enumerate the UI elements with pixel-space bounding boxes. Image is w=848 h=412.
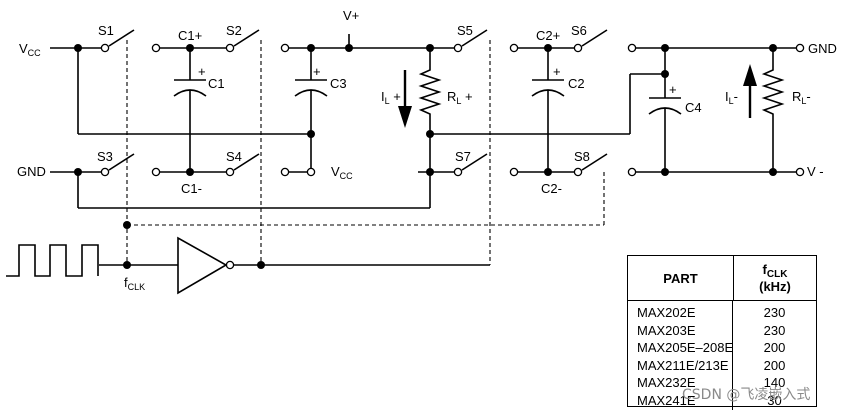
switch-label: S7 xyxy=(455,149,471,164)
clock-waveform xyxy=(6,244,99,277)
resistor-rl-minus xyxy=(761,66,785,117)
switch-s8: S8 xyxy=(573,149,637,177)
table-cell-part: MAX205E–208E xyxy=(637,340,734,356)
switch-label: S8 xyxy=(574,149,590,164)
switch-s1: S1 xyxy=(98,23,161,53)
table-cell-freq: 200 xyxy=(763,357,786,373)
gnd-right-label: GND xyxy=(808,41,837,56)
il-plus-label: IL + xyxy=(381,89,401,106)
capacitor-c1: + C1 xyxy=(173,64,225,97)
arrow-down-icon xyxy=(398,70,412,128)
vcc-mid-label: VCC xyxy=(331,164,353,181)
vminus-label: V - xyxy=(807,164,824,179)
capacitor-c3: + C3 xyxy=(294,64,347,97)
cap-label: C1 xyxy=(208,76,225,91)
table-cell-freq: 230 xyxy=(763,322,786,338)
switch-s3: S3 xyxy=(97,149,161,177)
switch-s4: S4 xyxy=(225,149,290,177)
table-cell-part: MAX232E xyxy=(637,375,696,391)
rl-minus-label: RL- xyxy=(792,89,811,106)
cap-plus-sign: + xyxy=(553,64,561,79)
cap-plus-sign: + xyxy=(669,82,677,97)
switch-s5: S5 xyxy=(453,23,519,53)
switch-label: S3 xyxy=(97,149,113,164)
table-cell-part: MAX202E xyxy=(637,305,696,320)
watermark: CSDN @飞凌嵌入式 xyxy=(682,387,811,403)
switch-label: S2 xyxy=(226,23,242,38)
vminus-terminal xyxy=(795,167,805,177)
gnd-left-label: GND xyxy=(17,164,46,179)
c2-minus-label: C2- xyxy=(541,181,562,196)
vcc-mid-terminal xyxy=(306,167,316,177)
part-column: MAX202E MAX203E MAX205E–208E MAX211E/213… xyxy=(628,301,733,410)
capacitor-c4: + C4 xyxy=(648,82,702,115)
frequency-column: 230 230 200 200 140 30 xyxy=(733,301,816,410)
cap-plus-sign: + xyxy=(313,64,321,79)
cap-label: C4 xyxy=(685,100,702,115)
rl-plus-label: RL + xyxy=(447,89,473,106)
c1-minus-label: C1- xyxy=(181,181,202,196)
arrow-up-icon xyxy=(743,64,757,118)
header-frequency: fCLK (kHz) xyxy=(759,262,791,294)
cap-label: C2 xyxy=(568,76,585,91)
il-minus-label: IL- xyxy=(725,89,738,106)
vcc-left-label: VCC xyxy=(19,41,41,58)
table-cell-part: MAX211E/213E xyxy=(637,357,729,373)
junction-dots xyxy=(74,44,777,269)
switch-label: S5 xyxy=(457,23,473,38)
capacitor-c2: + C2 xyxy=(531,64,585,97)
c2-plus-label: C2+ xyxy=(536,28,560,43)
switch-label: S1 xyxy=(98,23,114,38)
table-header: PART fCLK (kHz) xyxy=(628,256,816,301)
switch-s6: S6 xyxy=(571,23,637,53)
fclk-label: fCLK xyxy=(124,275,145,292)
gnd-right-terminal xyxy=(795,43,805,53)
table-cell-part: MAX203E xyxy=(637,322,696,338)
header-part: PART xyxy=(628,256,734,300)
cap-label: C3 xyxy=(330,76,347,91)
table-cell-freq: 140 xyxy=(763,375,786,391)
c1-plus-label: C1+ xyxy=(178,28,202,43)
cap-plus-sign: + xyxy=(198,64,206,79)
inverter-buffer xyxy=(177,236,228,295)
table-body: MAX202E MAX203E MAX205E–208E MAX211E/213… xyxy=(628,301,816,410)
switch-control-lines xyxy=(126,40,605,265)
node-labels: VCC GND C1+ C1- V+ VCC IL + RL + C2+ C2-… xyxy=(17,8,837,292)
clock-frequency-table: PART fCLK (kHz) MAX202E MAX203E MAX205E–… xyxy=(627,255,817,410)
table-cell-freq: 200 xyxy=(763,340,786,356)
switch-s2: S2 xyxy=(225,23,290,53)
wires xyxy=(50,34,800,266)
table-cell-part: MAX241E xyxy=(637,392,696,408)
switch-label: S6 xyxy=(571,23,587,38)
vplus-label: V+ xyxy=(343,8,359,23)
switch-s7: S7 xyxy=(453,149,519,177)
table-cell-freq: 230 xyxy=(763,305,786,320)
switch-label: S4 xyxy=(226,149,242,164)
resistor-rl-plus xyxy=(418,66,442,117)
table-cell-freq: 30 xyxy=(767,392,782,408)
